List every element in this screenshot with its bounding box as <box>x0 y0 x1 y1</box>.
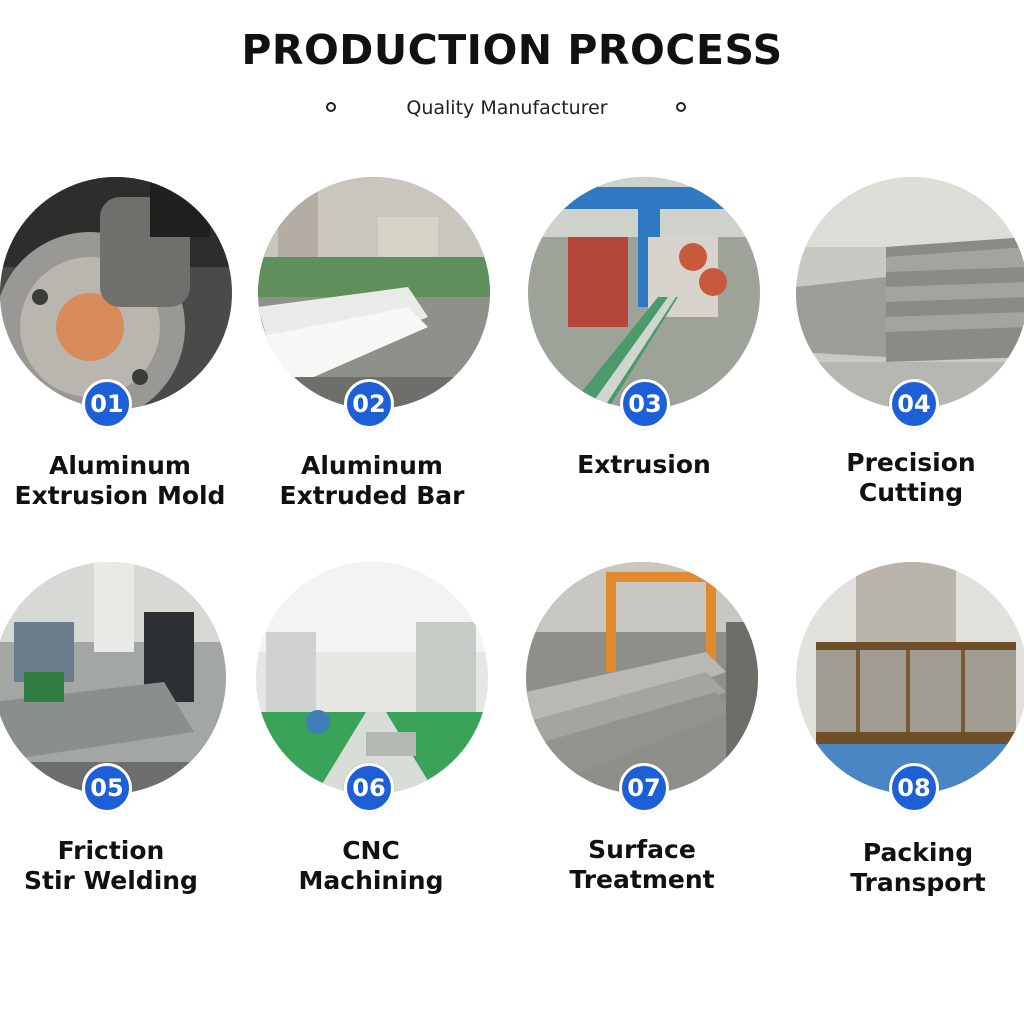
circle-ornament-left-icon <box>326 102 336 112</box>
step-number-badge: 02 <box>344 379 394 429</box>
extruded-bar-photo <box>258 177 490 409</box>
page-title: PRODUCTION PROCESS <box>241 26 783 74</box>
step-number-badge: 06 <box>344 763 394 813</box>
step-number-badge: 08 <box>889 763 939 813</box>
step-number-badge: 04 <box>889 379 939 429</box>
step-label: Extrusion <box>577 450 711 479</box>
extrusion-photo <box>528 177 760 409</box>
step-number-badge: 01 <box>82 379 132 429</box>
step-number-badge: 07 <box>619 763 669 813</box>
welding-photo <box>0 562 226 794</box>
mold-photo <box>0 177 232 409</box>
surface-treatment-photo <box>526 562 758 794</box>
page-subtitle: Quality Manufacturer <box>406 97 608 119</box>
packing-photo <box>796 562 1024 794</box>
circle-ornament-right-icon <box>676 102 686 112</box>
step-number-badge: 03 <box>620 379 670 429</box>
cnc-photo <box>256 562 488 794</box>
cutting-photo <box>796 177 1024 409</box>
step-number-badge: 05 <box>82 763 132 813</box>
